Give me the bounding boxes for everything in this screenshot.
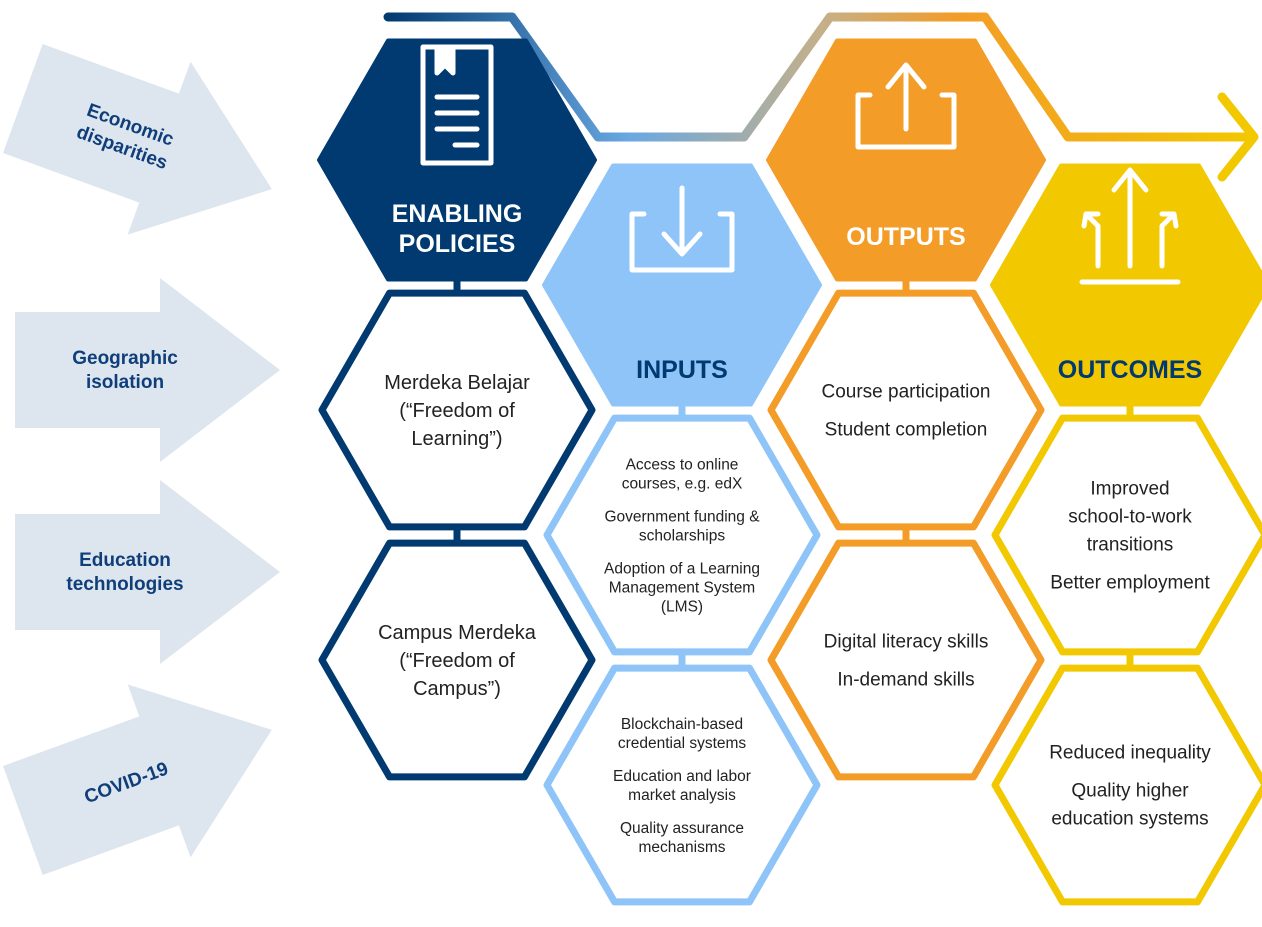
hexagon-item-text: In-demand skills — [837, 670, 974, 691]
hexagon-item-text: Education and labor — [613, 768, 751, 785]
factor-label: technologies — [66, 574, 183, 595]
factor-arrow: COVID-19 — [3, 684, 272, 875]
hexagon-item-text: scholarships — [639, 527, 725, 544]
enabling-policies-item-hexagon: Merdeka Belajar (“Freedom of Learning”) — [318, 289, 596, 531]
hexagon-item-text: Student completion — [825, 420, 988, 441]
factor-arrow-shape — [15, 278, 280, 462]
hexagon-item-text: Improved — [1090, 479, 1169, 500]
hexagon-title: OUTPUTS — [846, 223, 965, 251]
inputs-item-hexagon: Access to online courses, e.g. edX Governm… — [543, 414, 821, 656]
hexagon-item-text: credential systems — [618, 735, 747, 752]
factor-label: Education — [79, 550, 171, 571]
factor-arrow: Education technologies — [15, 480, 280, 664]
factor-arrow-shape — [3, 44, 272, 235]
enabling-policies-item-hexagon: Campus Merdeka (“Freedom of Campus”) — [318, 539, 596, 781]
hexagon-item-text: (LMS) — [661, 598, 703, 615]
hexagon-item-text: Blockchain-based — [621, 716, 743, 733]
item-hexagon-shape — [991, 664, 1262, 906]
upload-tray-icon — [855, 62, 957, 150]
header-hexagon-shape — [542, 163, 822, 407]
item-hexagon-shape — [318, 539, 596, 781]
flow-arrowhead — [1217, 92, 1259, 182]
outcomes-header-hexagon: OUTCOMES — [990, 163, 1262, 407]
hexagon-item-text: Merdeka Belajar — [384, 372, 530, 394]
item-hexagon-shape — [543, 414, 821, 656]
hexagon-title: OUTCOMES — [1058, 356, 1202, 384]
hexagon-item-text: (“Freedom of — [399, 400, 515, 422]
hexagon-item-text: school-to-work — [1068, 507, 1192, 528]
hexagon-item-text: Adoption of a Learning — [604, 560, 760, 577]
hexagon-item-text: transitions — [1087, 535, 1174, 556]
factor-arrow-shape — [3, 684, 272, 875]
download-tray-icon — [629, 185, 735, 273]
factor-label: isolation — [86, 372, 164, 393]
hexagon-item-text: Campus Merdeka — [378, 622, 537, 644]
factor-arrow-shape — [15, 480, 280, 664]
header-hexagon-shape — [990, 163, 1262, 407]
hexagon-item-text: Quality higher — [1071, 781, 1189, 802]
hexagon-item-text: Campus”) — [413, 678, 501, 700]
item-hexagon-shape — [543, 664, 821, 906]
hexagon-item-text: courses, e.g. edX — [622, 475, 743, 492]
hexagon-item-text: (“Freedom of — [399, 650, 515, 672]
header-hexagon-shape — [766, 38, 1046, 282]
hexagon-item-text: Course participation — [822, 382, 991, 403]
hexagon-item-text: Reduced inequality — [1049, 743, 1211, 764]
header-hexagon-shape — [317, 38, 597, 282]
item-hexagon-shape — [767, 539, 1045, 781]
inputs-header-hexagon: INPUTS — [542, 163, 822, 407]
item-hexagon-shape — [318, 289, 596, 531]
factor-label: Geographic — [72, 348, 178, 369]
outcomes-item-hexagon: Improved school-to-work transitionsBetter … — [991, 414, 1262, 656]
hexagon-title: ENABLING — [392, 200, 523, 228]
hexagon-item-text: Government funding & — [604, 508, 760, 525]
flow-line-group — [383, 12, 1259, 182]
hexagon-title: INPUTS — [636, 356, 728, 384]
item-hexagon-shape — [767, 289, 1045, 531]
hexagon-item-text: Digital literacy skills — [824, 632, 989, 653]
hexagon-item-text: education systems — [1051, 809, 1208, 830]
inputs-item-hexagon: Blockchain-based credential systemsEducat… — [543, 664, 821, 906]
hexagon-item-text: Learning”) — [411, 428, 502, 450]
factor-arrow: Geographic isolation — [15, 278, 280, 462]
branching-arrows-icon — [1079, 167, 1181, 285]
outputs-header-hexagon: OUTPUTS — [766, 38, 1046, 282]
document-icon — [420, 44, 494, 166]
hexagon-item-text: Management System — [609, 579, 755, 596]
hexagon-title: POLICIES — [399, 230, 516, 258]
hexagon-item-text: Access to online — [626, 456, 739, 473]
flow-line — [383, 12, 1257, 142]
item-hexagon-shape — [991, 414, 1262, 656]
hexagon-item-text: Better employment — [1050, 573, 1210, 594]
hexagon-item-text: mechanisms — [639, 839, 726, 856]
hexagon-item-text: Quality assurance — [620, 820, 744, 837]
hexagon-item-text: market analysis — [628, 787, 736, 804]
